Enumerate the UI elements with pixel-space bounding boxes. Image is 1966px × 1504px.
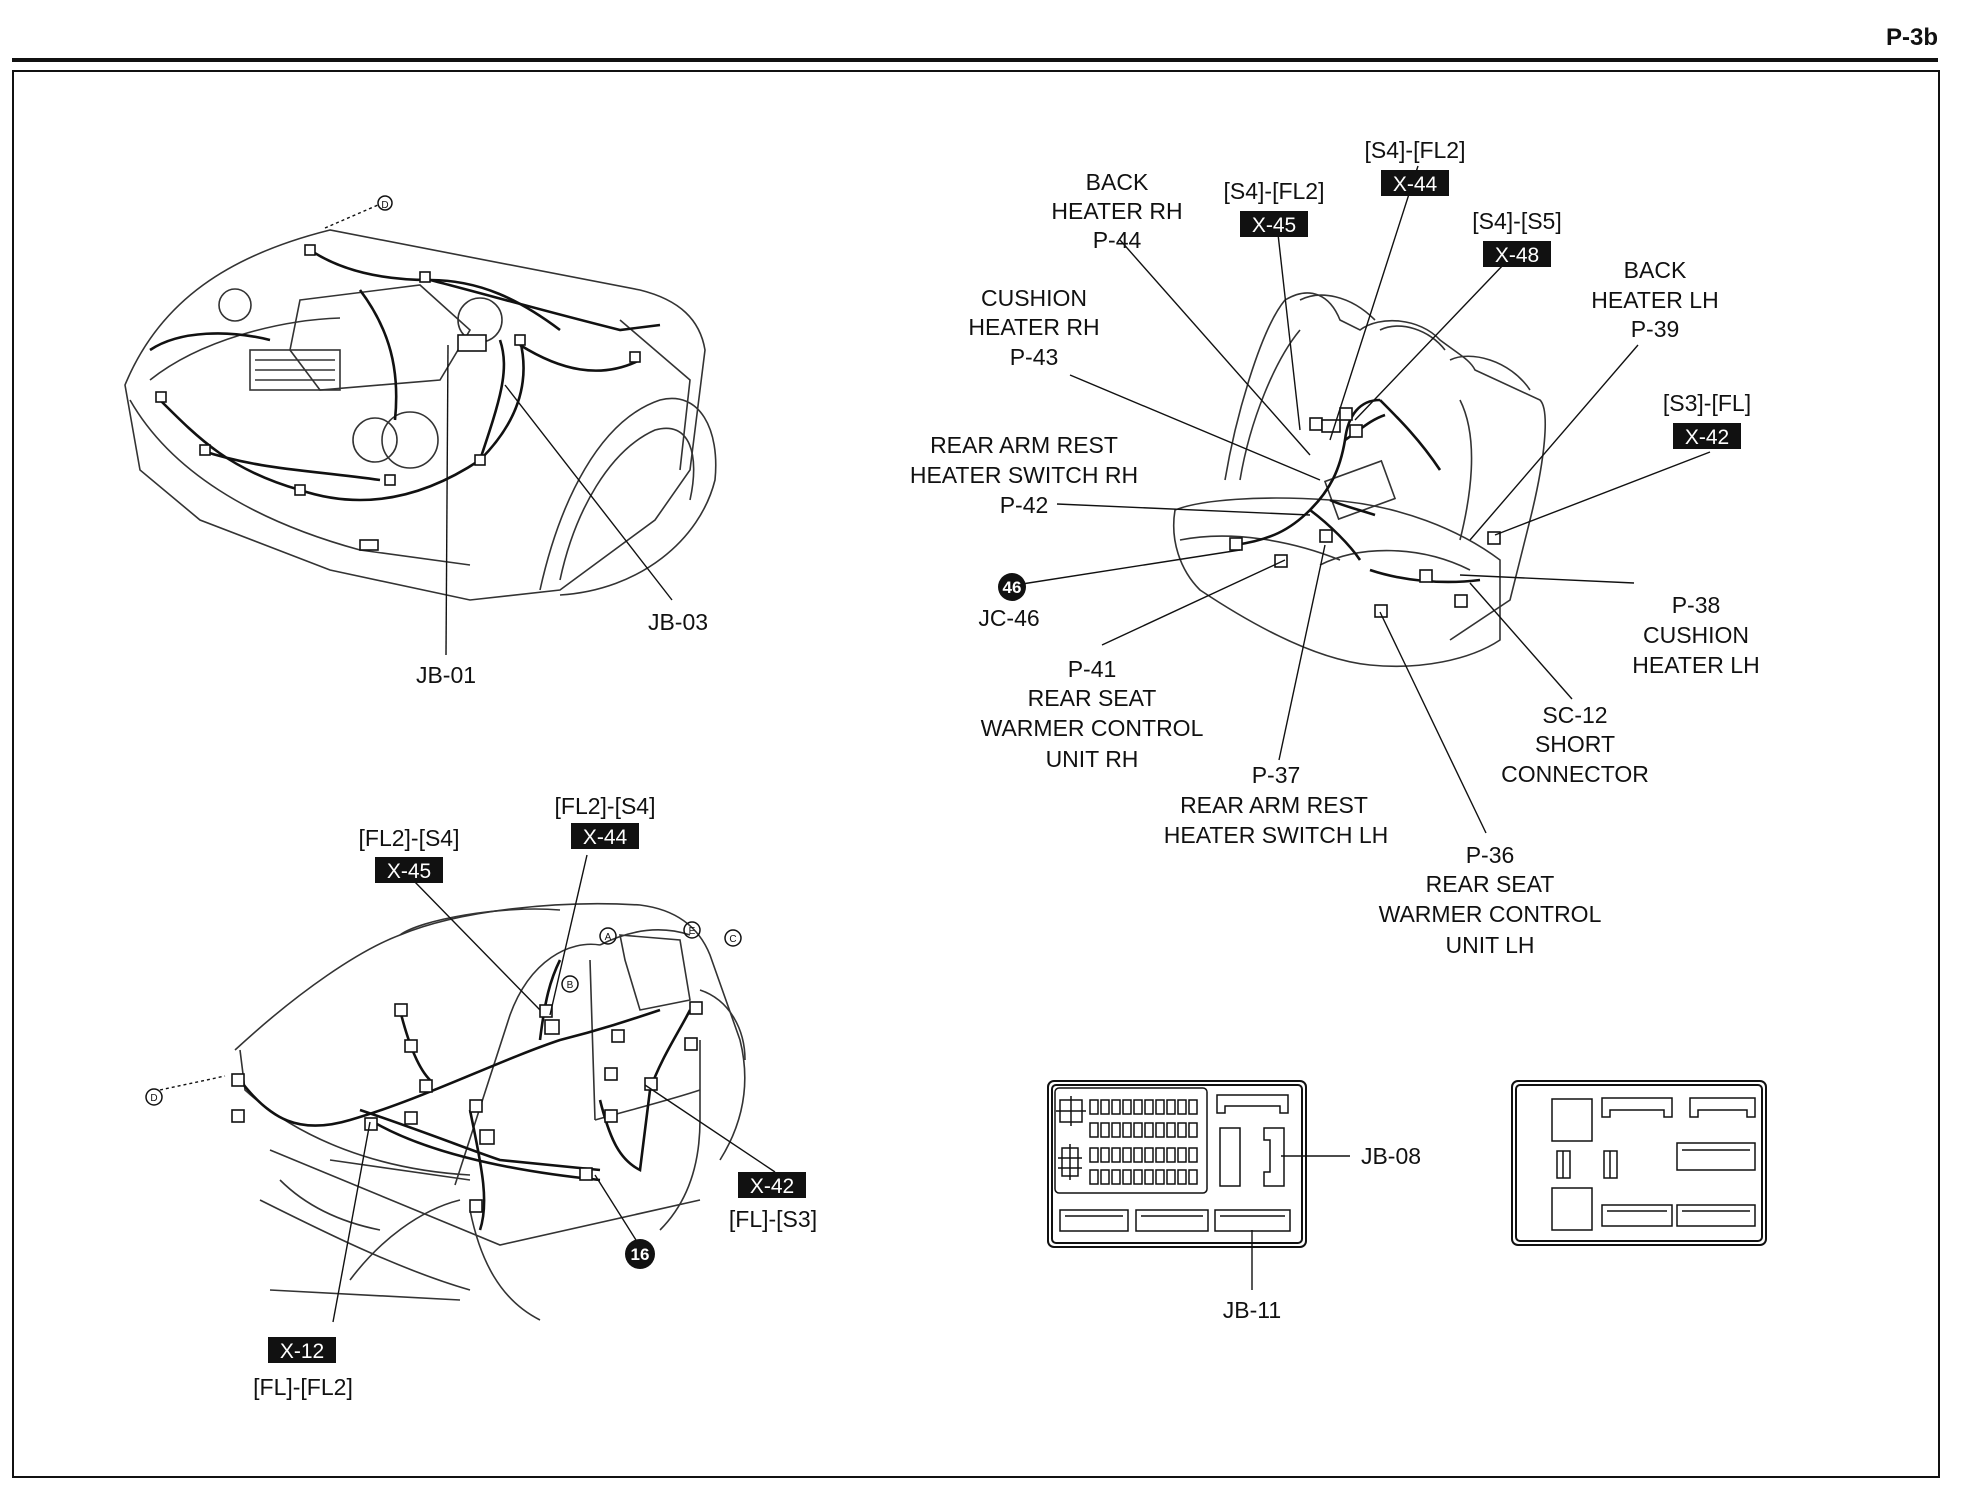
label-jb-01: JB-01 (416, 662, 476, 688)
label-jb-11: JB-11 (1223, 1297, 1281, 1323)
label-line: REAR SEAT (1426, 871, 1555, 897)
label-line: UNIT LH (1445, 932, 1534, 958)
label-p-37: P-37 REAR ARM REST HEATER SWITCH LH (1164, 762, 1388, 848)
connector-code: [S4]-[S5] (1472, 208, 1561, 234)
label-line: CONNECTOR (1501, 761, 1649, 787)
connector-code: [FL]-[FL2] (253, 1374, 353, 1400)
label-line: CUSHION (981, 285, 1087, 311)
label-line: WARMER CONTROL (1379, 901, 1602, 927)
connector-tag-x-12-body: X-12 [FL]-[FL2] (253, 1337, 353, 1400)
page-number: P-3b (1885, 24, 1938, 51)
header-rule (12, 58, 1938, 62)
junction-box-jb-08-jb-11 (1047, 1080, 1350, 1290)
label-line: SC-12 (1542, 702, 1607, 728)
label-line: REAR ARM REST (1180, 792, 1368, 818)
label-line: P-42 (1000, 492, 1049, 518)
label-line: BACK (1624, 257, 1687, 283)
label-sc-12: SC-12 SHORT CONNECTOR (1501, 702, 1649, 787)
ground-point-16: 16 (625, 1239, 655, 1269)
connector-tag: X-48 (1495, 244, 1539, 267)
connector-tag: X-42 (1685, 426, 1729, 449)
label-line: HEATER LH (1632, 652, 1759, 678)
connector-code: [FL2]-[S4] (359, 825, 460, 851)
marker-c: C (729, 934, 736, 945)
label-line: WARMER CONTROL (981, 715, 1204, 741)
ground-bubble: 16 (631, 1245, 650, 1264)
connector-tag: X-42 (750, 1175, 794, 1198)
connector-code: [FL]-[S3] (729, 1206, 817, 1232)
label-back-heater-rh: BACK HEATER RH P-44 (1051, 169, 1182, 253)
label-line: HEATER RH (968, 314, 1099, 340)
label-p-38: P-38 CUSHION HEATER LH (1632, 592, 1759, 678)
connector-code: [S4]-[FL2] (1365, 137, 1466, 163)
label-line: SHORT (1535, 731, 1615, 757)
label-line: HEATER LH (1591, 287, 1718, 313)
label-line: HEATER RH (1051, 198, 1182, 224)
marker-b: B (567, 980, 574, 991)
label-line: REAR SEAT (1028, 685, 1157, 711)
body-harness-illustration: A B E C D (145, 854, 776, 1323)
label-p-36: P-36 REAR SEAT WARMER CONTROL UNIT LH (1379, 842, 1602, 958)
label-rear-arm-rest-switch-rh: REAR ARM REST HEATER SWITCH RH P-42 (910, 432, 1138, 518)
label-line: P-38 (1672, 592, 1721, 618)
label-line: P-37 (1252, 762, 1301, 788)
connector-tag-x-45-body: [FL2]-[S4] X-45 (359, 825, 460, 883)
connector-tag: X-44 (1393, 173, 1438, 196)
marker-a: A (605, 932, 612, 943)
label-back-heater-lh: BACK HEATER LH P-39 (1591, 257, 1718, 342)
label-jb-08: JB-08 (1361, 1143, 1421, 1169)
marker-d-body: D (150, 1093, 157, 1104)
connector-tag: X-12 (280, 1340, 324, 1363)
label-line: UNIT RH (1046, 746, 1139, 772)
connector-code: [S4]-[FL2] (1224, 178, 1325, 204)
jc-46-bubble: 46 (1003, 578, 1022, 597)
rear-seat-illustration (1021, 165, 1711, 834)
connector-tag: X-45 (387, 860, 431, 883)
page-frame (12, 70, 1940, 1478)
connector-tag: X-44 (583, 826, 628, 849)
junction-jc-46: 46 JC-46 (978, 573, 1040, 631)
label-line: P-39 (1631, 316, 1680, 342)
connector-tag-x-45-seat: [S4]-[FL2] X-45 (1224, 178, 1325, 237)
connector-tag-x-44-seat: [S4]-[FL2] X-44 (1365, 137, 1466, 196)
label-line: CUSHION (1643, 622, 1749, 648)
label-line: BACK (1086, 169, 1149, 195)
label-line: REAR ARM REST (930, 432, 1118, 458)
label-line: P-41 (1068, 656, 1117, 682)
label-jb-03: JB-03 (648, 609, 708, 635)
connector-tag-x-48-seat: [S4]-[S5] X-48 (1472, 208, 1562, 267)
connector-tag: X-45 (1252, 214, 1296, 237)
connector-tag-x-44-body: [FL2]-[S4] X-44 (555, 793, 656, 849)
marker-d-engine: D (381, 200, 388, 211)
label-line: P-36 (1466, 842, 1515, 868)
label-jc-46: JC-46 (978, 605, 1039, 631)
label-line: HEATER SWITCH RH (910, 462, 1138, 488)
connector-code: [S3]-[FL] (1663, 390, 1751, 416)
label-p-41: P-41 REAR SEAT WARMER CONTROL UNIT RH (981, 656, 1204, 772)
fuse-row (1089, 1099, 1198, 1185)
label-line: P-44 (1093, 227, 1142, 253)
junction-box-rear (1511, 1080, 1767, 1246)
label-cushion-heater-rh: CUSHION HEATER RH P-43 (968, 285, 1099, 370)
connector-tag-x-42-body: X-42 [FL]-[S3] (729, 1172, 817, 1232)
label-line: P-43 (1010, 344, 1059, 370)
engine-bay-illustration: D (124, 195, 717, 656)
marker-e: E (689, 926, 696, 937)
connector-code: [FL2]-[S4] (555, 793, 656, 819)
label-line: HEATER SWITCH LH (1164, 822, 1388, 848)
connector-tag-x-42-seat: [S3]-[FL] X-42 (1663, 390, 1751, 449)
